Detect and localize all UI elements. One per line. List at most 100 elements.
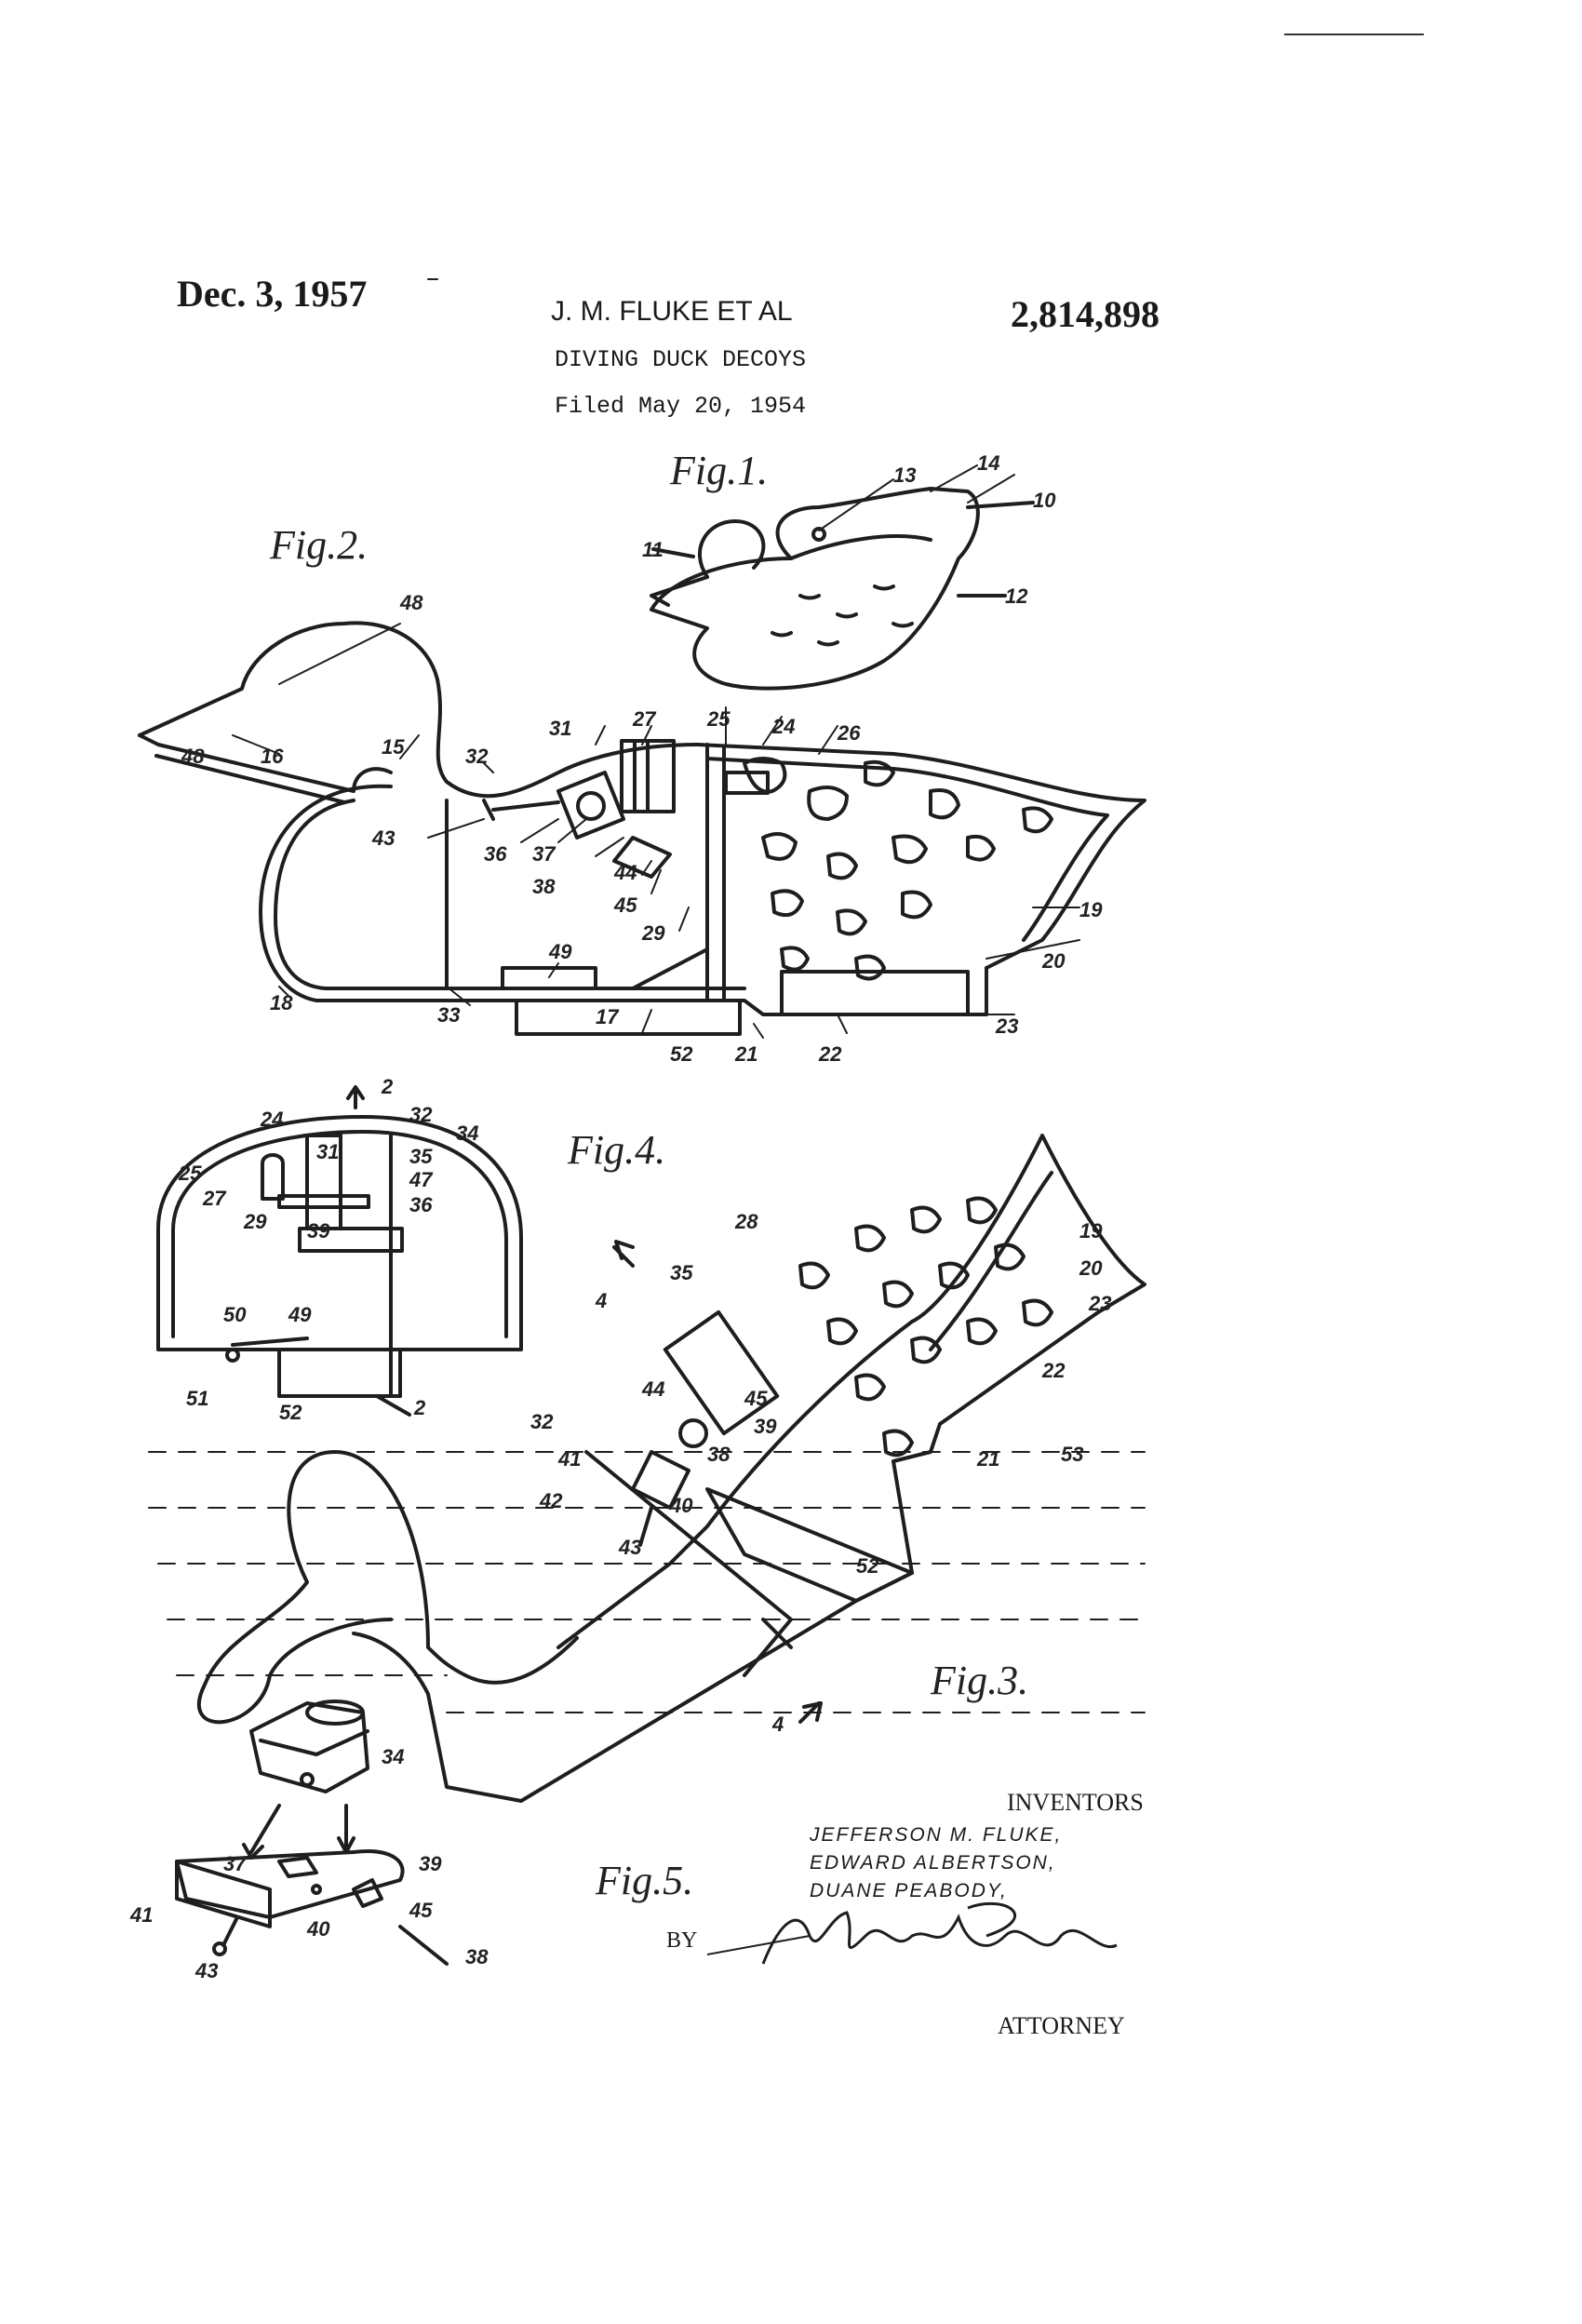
ref-numeral: 38 [707,1443,731,1466]
by-label: BY [666,1928,698,1953]
ref-numeral: 33 [437,1003,460,1027]
patent-title: DIVING DUCK DECOYS [555,346,807,373]
ref-numeral: 39 [419,1852,442,1875]
patent-number: 2,814,898 [1011,293,1160,335]
ref-numeral: 28 [734,1210,758,1233]
ref-numeral: 38 [465,1945,489,1968]
ref-numeral: 39 [307,1219,330,1243]
fig5-caption: Fig.5. [595,1858,693,1903]
ref-numeral: 24 [260,1108,283,1131]
ref-numeral: 41 [129,1903,153,1927]
ref-numeral: 22 [818,1042,842,1066]
fig5-parts-drawing [175,1699,449,1966]
ref-numeral: 27 [632,707,657,731]
ref-numeral: 32 [465,745,489,768]
patent-date: Dec. 3, 1957 [177,273,368,315]
ref-numeral: 40 [306,1917,330,1941]
ref-numeral: 49 [288,1303,312,1326]
ref-numeral: 39 [754,1415,777,1438]
ref-numeral: 16 [261,745,284,768]
ref-numeral: 37 [223,1852,248,1875]
ref-numeral: 25 [178,1162,202,1185]
ref-numeral: 20 [1041,949,1066,973]
ref-numeral: 21 [734,1042,757,1066]
ref-numeral: 44 [641,1377,664,1401]
ref-numeral: 25 [706,707,731,731]
ref-numeral: 43 [618,1536,641,1559]
ref-numeral: 42 [539,1489,563,1512]
ref-numeral: 23 [1088,1292,1111,1315]
ref-numeral: 48 [399,591,423,614]
ref-numeral: 23 [995,1014,1018,1038]
ref-numeral: 12 [1005,584,1028,608]
ref-numeral: 29 [641,921,665,945]
ref-numeral: 40 [669,1494,693,1517]
ref-numeral: 45 [744,1387,768,1410]
fig3-dive-drawing [148,1134,1146,1803]
inventor-name: JEFFERSON M. FLUKE, [810,1824,1063,1846]
ref-numeral: 43 [194,1959,218,1982]
fig2-caption: Fig.2. [269,522,368,568]
ref-numeral: 26 [837,721,861,745]
ref-numeral: 27 [202,1187,227,1210]
ref-numeral: 31 [549,717,571,740]
ref-numeral: 50 [223,1303,247,1326]
filed-date: Filed May 20, 1954 [555,393,807,420]
inventors-short: J. M. FLUKE ET AL [551,296,793,327]
ref-numeral: 2 [381,1075,394,1098]
ref-numeral: 35 [670,1261,693,1284]
ref-numeral: 22 [1041,1359,1066,1382]
ref-numeral: 19 [1079,898,1103,921]
ref-numeral: 35 [409,1145,433,1168]
ref-numeral: 53 [1061,1443,1083,1466]
fig3-caption: Fig.3. [930,1658,1028,1703]
ref-numeral: 10 [1033,489,1056,512]
ref-numeral: 24 [771,715,795,738]
fig4-caption: Fig.4. [567,1127,665,1173]
ref-numeral: 21 [976,1447,999,1471]
attorney-label: ATTORNEY [998,2012,1125,2039]
attorney-signature [706,1899,1135,1982]
ref-numeral: 20 [1079,1256,1103,1280]
ref-numeral: 34 [456,1122,478,1145]
fig4-section-drawing [156,1085,523,1417]
ref-numeral: 45 [613,893,637,917]
ref-numeral: 18 [270,991,293,1014]
ref-numeral: 32 [530,1410,554,1433]
ref-numeral: 44 [613,861,637,884]
ref-numeral: 13 [893,463,916,487]
corner-rule [1284,34,1424,35]
ref-numeral: 48 [181,745,205,768]
ref-numeral: 19 [1079,1219,1103,1243]
ref-numeral: 2 [413,1396,426,1419]
ref-numeral: 4 [595,1289,607,1312]
ref-numeral: 45 [409,1899,433,1922]
ref-numeral: 36 [484,842,507,866]
fig2-section-drawing [138,621,1146,1036]
inventor-name: DUANE PEABODY, [810,1880,1008,1901]
ref-numeral: 49 [548,940,572,963]
ref-numeral: 17 [596,1005,620,1028]
ref-numeral: 43 [371,826,395,850]
ref-numeral: 34 [382,1745,404,1768]
ref-numeral: 37 [532,842,556,866]
ref-numeral: 29 [243,1210,267,1233]
ref-numeral: 51 [186,1387,208,1410]
ref-numeral: 11 [642,538,664,561]
ref-numeral: 52 [670,1042,693,1066]
ref-numeral: 47 [409,1168,434,1191]
ref-numeral: 31 [316,1140,339,1163]
inventors-label: INVENTORS [1007,1789,1144,1816]
ref-numeral: 36 [409,1193,433,1216]
ref-numeral: 38 [532,875,556,898]
fig1-decoy-drawing [650,487,1035,691]
ref-numeral: 52 [856,1554,879,1578]
ref-numeral: 32 [409,1103,433,1126]
ref-numeral: 14 [977,451,999,475]
ref-numeral: 4 [771,1713,784,1736]
ref-numeral: 52 [279,1401,302,1424]
fig1-caption: Fig.1. [669,448,768,493]
ref-numeral: 41 [557,1447,581,1471]
inventor-name: EDWARD ALBERTSON, [810,1852,1056,1874]
